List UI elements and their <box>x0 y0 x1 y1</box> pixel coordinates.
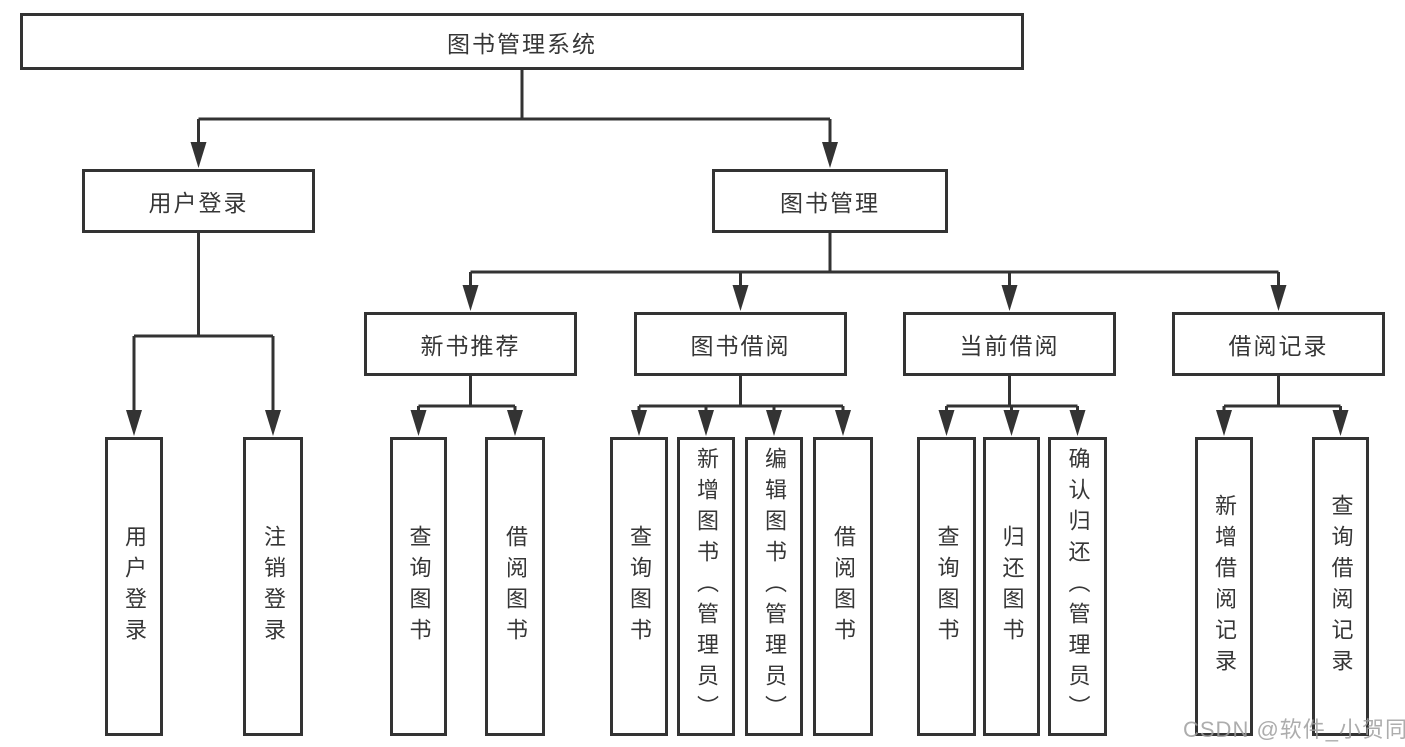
node-new-book-recommend: 新书推荐 <box>364 312 577 376</box>
leaf-label: 归还图书 <box>999 524 1025 649</box>
leaf-logout: 注销登录 <box>243 437 303 736</box>
leaf-query-books-recommend: 查询图书 <box>390 437 447 736</box>
leaf-query-books-current: 查询图书 <box>917 437 976 736</box>
leaf-label: 借阅图书 <box>503 524 528 649</box>
leaf-query-borrow-record: 查询借阅记录 <box>1312 437 1369 736</box>
watermark: CSDN @软件_小贺同学 <box>1183 717 1405 742</box>
leaf-edit-book-admin: 编辑图书（管理员） <box>745 437 803 736</box>
node-book-management: 图书管理 <box>712 169 948 233</box>
leaf-add-borrow-record: 新增借阅记录 <box>1195 437 1253 736</box>
node-borrow-records: 借阅记录 <box>1172 312 1385 376</box>
leaf-return-book: 归还图书 <box>983 437 1040 736</box>
leaf-label: 编辑图书（管理员） <box>762 447 787 726</box>
node-book-borrow: 图书借阅 <box>634 312 847 376</box>
leaf-label: 注销登录 <box>261 524 286 649</box>
leaf-query-books-borrow: 查询图书 <box>610 437 668 736</box>
leaf-label: 查询图书 <box>627 524 652 649</box>
leaf-label: 查询借阅记录 <box>1328 493 1354 680</box>
leaf-label: 确认归还（管理员） <box>1065 447 1091 726</box>
leaf-label: 查询图书 <box>406 524 432 649</box>
leaf-label: 借阅图书 <box>831 524 856 649</box>
node-current-borrow: 当前借阅 <box>903 312 1116 376</box>
leaf-label: 查询图书 <box>934 524 960 649</box>
leaf-borrow-books: 借阅图书 <box>813 437 873 736</box>
leaf-label: 新增借阅记录 <box>1212 493 1237 680</box>
leaf-label: 新增图书（管理员） <box>694 447 719 726</box>
arrowheads <box>126 142 1349 436</box>
leaf-add-book-admin: 新增图书（管理员） <box>677 437 735 736</box>
node-user-login: 用户登录 <box>82 169 315 233</box>
leaf-user-login: 用户登录 <box>105 437 163 736</box>
leaf-borrow-books-recommend: 借阅图书 <box>485 437 545 736</box>
node-library-management-system: 图书管理系统 <box>20 13 1024 70</box>
leaf-label: 用户登录 <box>122 524 147 649</box>
leaf-confirm-return-admin: 确认归还（管理员） <box>1048 437 1107 736</box>
